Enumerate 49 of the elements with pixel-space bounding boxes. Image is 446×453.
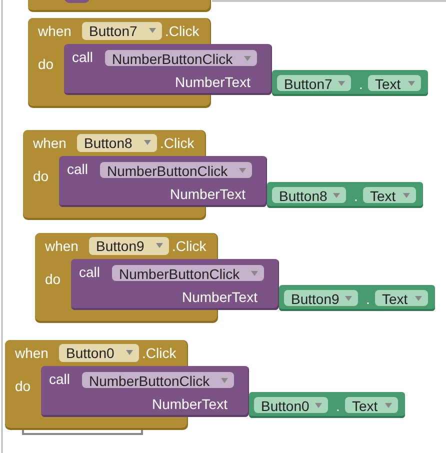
dropdown-field: Button7 (82, 22, 162, 40)
keyword-label: do (45, 271, 61, 287)
parameter-label: NumberText (175, 74, 250, 90)
block-outline (22, 430, 143, 435)
dropdown-field: Button0 (254, 397, 328, 413)
dropdown-field: Text (363, 187, 416, 203)
parameter-label: NumberText (152, 396, 228, 412)
dropdown-field: Text (368, 75, 421, 91)
property-getter-block (267, 182, 423, 208)
keyword-label: when (33, 135, 66, 151)
procedure-call-block (59, 156, 267, 207)
dropdown-field: Button8 (77, 134, 157, 152)
event-name-label: .Click (172, 238, 206, 254)
property-getter-block (279, 285, 435, 311)
parameter-label: NumberText (170, 186, 246, 202)
dot-separator: . (336, 398, 340, 414)
keyword-label: when (15, 345, 48, 361)
procedure-call-block (71, 259, 279, 310)
dropdown-field: NumberButtonClick (100, 162, 252, 178)
dropdown-field: Button9 (284, 290, 358, 306)
dot-separator: . (354, 188, 358, 204)
dropdown-field: Button8 (272, 187, 346, 203)
dropdown-field: Button7 (277, 75, 351, 91)
dropdown-field: NumberButtonClick (82, 372, 234, 388)
keyword-label: do (38, 56, 54, 72)
event-name-label: .Click (165, 23, 200, 39)
procedure-call-block (64, 44, 272, 95)
property-getter-block (249, 392, 405, 418)
keyword-label: when (45, 238, 78, 254)
property-getter-block (272, 70, 428, 96)
dropdown-field: Text (375, 290, 428, 306)
keyword-label: call (49, 371, 70, 387)
keyword-label: when (38, 23, 72, 39)
dropdown-field: Button9 (89, 237, 169, 255)
dropdown-field: NumberButtonClick (112, 265, 264, 281)
keyword-label: call (79, 264, 100, 280)
keyword-label: call (72, 49, 94, 65)
dot-separator: . (366, 291, 370, 307)
keyword-label: do (33, 168, 49, 184)
dot-separator: . (359, 76, 363, 92)
event-name-label: .Click (160, 135, 194, 151)
dropdown-field: NumberButtonClick (105, 50, 257, 66)
dropdown-field: Button0 (59, 344, 139, 362)
parameter-label: NumberText (182, 289, 258, 305)
procedure-call-block (41, 366, 249, 417)
keyword-label: do (15, 378, 31, 394)
event-name-label: .Click (142, 345, 176, 361)
dropdown-field: Text (345, 397, 398, 413)
keyword-label: call (67, 161, 88, 177)
